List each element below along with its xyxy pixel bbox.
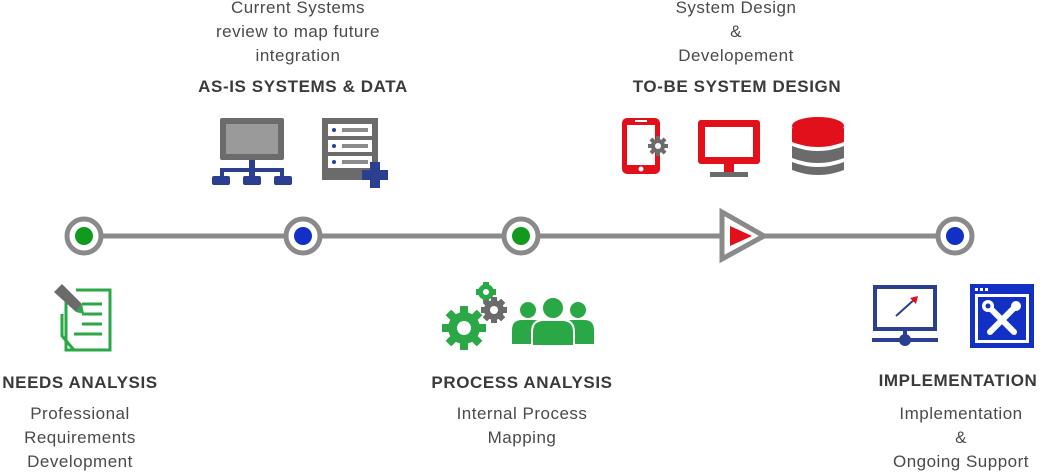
description-line: Current Systems: [230, 0, 366, 17]
gears-icon: [442, 282, 507, 350]
timeline-node-implementation: [935, 216, 975, 256]
description-line: Internal Process: [456, 404, 588, 423]
process-analysis-title: PROCESS ANALYSIS: [431, 373, 613, 392]
as-is-description: Current Systems review to map future int…: [188, 0, 408, 68]
network-monitor-icon: [212, 118, 292, 185]
network-screen-icon: [872, 285, 938, 346]
needs-analysis-title: NEEDS ANALYSIS: [2, 373, 158, 392]
description-line: Mapping: [487, 428, 557, 447]
description-line: integration: [255, 46, 341, 65]
description-line: Professional: [30, 404, 130, 423]
implementation-description: Implementation & Ongoing Support: [872, 402, 1043, 474]
database-icon: [792, 117, 844, 175]
to-be-title: TO-BE SYSTEM DESIGN: [632, 77, 842, 96]
timeline-node-needs-analysis: [64, 216, 104, 256]
needs-analysis-description: Professional Requirements Development: [0, 402, 160, 474]
implementation-title: IMPLEMENTATION: [878, 371, 1038, 390]
description-line: review to map future: [215, 22, 380, 41]
monitor-icon: [698, 120, 760, 177]
as-is-title: AS-IS SYSTEMS & DATA: [198, 77, 408, 96]
document-pen-icon: [54, 284, 112, 352]
description-line: Requirements: [24, 428, 136, 447]
timeline-node-as-is-systems: [283, 216, 323, 256]
description-line: &: [730, 22, 742, 41]
process-analysis-description: Internal Process Mapping: [422, 402, 622, 450]
timeline-node-to-be-design: [719, 207, 770, 264]
description-line: System Design: [675, 0, 797, 17]
server-add-icon: [322, 118, 388, 188]
tools-window-icon: [970, 284, 1034, 348]
team-icon: [512, 296, 594, 347]
description-line: Implementation: [899, 404, 1023, 423]
description-line: Developement: [678, 46, 794, 65]
description-line: Development: [27, 452, 133, 471]
to-be-description: System Design & Developement: [626, 0, 846, 68]
mobile-settings-icon: [622, 118, 668, 174]
description-line: &: [955, 428, 967, 447]
description-line: Ongoing Support: [892, 452, 1030, 471]
timeline-node-process-analysis: [501, 216, 541, 256]
